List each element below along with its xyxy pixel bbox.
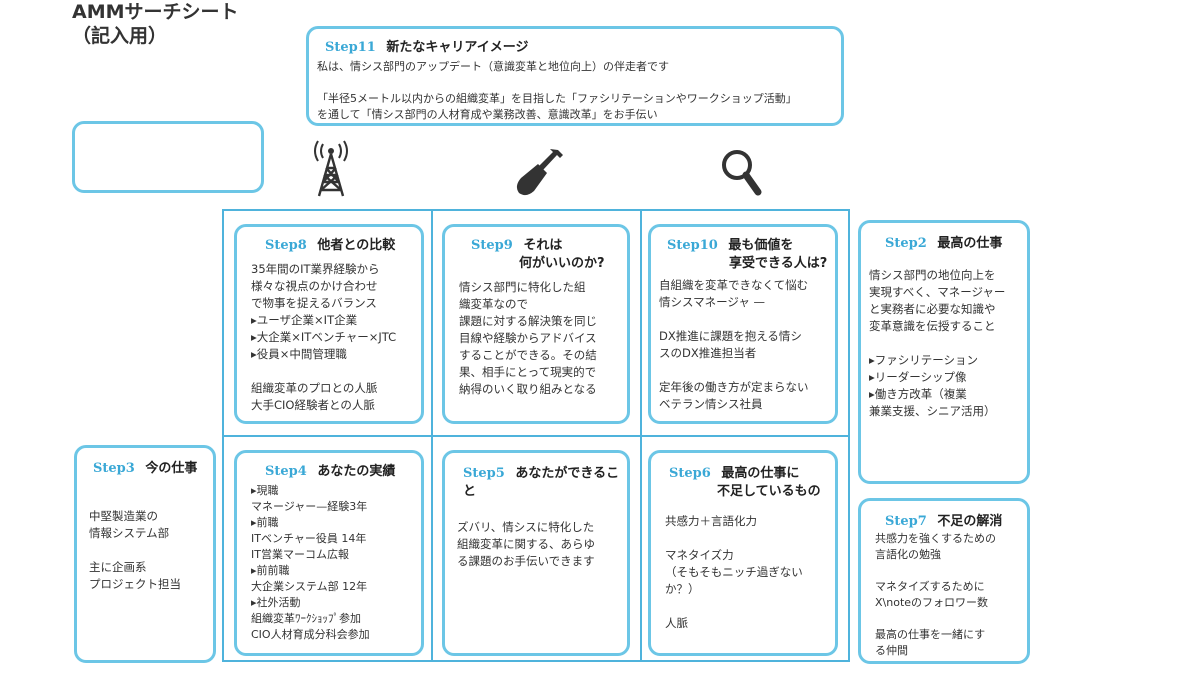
step9-heading-2: 何がいいのか? bbox=[519, 256, 605, 271]
step8-box: Step8 他者との比較 35年間のIT業界経験から 様々な視点のかけ合わせ で… bbox=[234, 224, 424, 424]
step5-box: Step5 あなたができること ズバリ、情シスに特化した 組織変革に関する、あら… bbox=[442, 450, 630, 656]
step7-box: Step7 不足の解消 共感力を強くするための 言語化の勉強 マネタイズするため… bbox=[858, 498, 1030, 664]
step3-box: Step3 今の仕事 中堅製造業の 情報システム部 主に企画系 プロジェクト担当 bbox=[74, 445, 216, 663]
step11-heading: 新たなキャリアイメージ bbox=[386, 40, 529, 55]
step11-body: 私は、情シス部門のアップデート（意識変革と地位向上）の伴走者です 「半径5メート… bbox=[317, 60, 797, 121]
step8-heading: 他者との比較 bbox=[317, 238, 396, 253]
step11-box: Step11 新たなキャリアイメージ 私は、情シス部門のアップデート（意識変革と… bbox=[306, 26, 844, 126]
step5-body: ズバリ、情シスに特化した 組織変革に関する、あらゆ る課題のお手伝いできます bbox=[457, 520, 595, 568]
step10-header: Step10 最も価値を 享受できる人は? bbox=[659, 237, 835, 273]
step10-heading-1: 最も価値を bbox=[728, 238, 794, 253]
step2-box: Step2 最高の仕事 情シス部門の地位向上を 実現すべく、マネージャー と実務… bbox=[858, 220, 1030, 484]
step3-header: Step3 今の仕事 bbox=[89, 460, 213, 478]
step8-body: 35年間のIT業界経験から 様々な視点のかけ合わせ で物事を捉えるバランス ▸ユ… bbox=[251, 262, 397, 412]
shovel-icon bbox=[516, 149, 563, 196]
step4-heading: あなたの実績 bbox=[317, 464, 396, 479]
step4-body: ▸現職 マネージャー—経験3年 ▸前職 ITベンチャー役員 14年 IT営業マー… bbox=[251, 484, 370, 641]
step9-box: Step9 それは 何がいいのか? 情シス部門に特化した組 織変革なので 課題に… bbox=[442, 224, 630, 424]
blank-box bbox=[72, 121, 264, 193]
step8-header: Step8 他者との比較 bbox=[251, 237, 421, 255]
step5-heading: あなたができること bbox=[463, 466, 620, 499]
step2-heading: 最高の仕事 bbox=[937, 236, 1003, 251]
step10-heading-2: 享受できる人は? bbox=[729, 256, 828, 271]
step2-body: 情シス部門の地位向上を 実現すべく、マネージャー と実務者に必要な知識や 変革意… bbox=[869, 268, 1006, 418]
step7-header: Step7 不足の解消 bbox=[875, 513, 1027, 531]
step6-body: 共感力＋言語化力 マネタイズ力 （そもそもニッチ過ぎない か？） 人脈 bbox=[665, 514, 803, 630]
step6-label: Step6 bbox=[669, 466, 711, 481]
step3-body: 中堅製造業の 情報システム部 主に企画系 プロジェクト担当 bbox=[89, 509, 181, 591]
step3-heading: 今の仕事 bbox=[145, 461, 198, 476]
step8-label: Step8 bbox=[265, 238, 307, 253]
step6-heading-2: 不足しているもの bbox=[717, 484, 821, 499]
step9-body: 情シス部門に特化した組 織変革なので 課題に対する解決策を同じ 目線や経験からア… bbox=[459, 280, 597, 396]
step4-box: Step4 あなたの実績 ▸現職 マネージャー—経験3年 ▸前職 ITベンチャー… bbox=[234, 450, 424, 656]
step11-header: Step11 新たなキャリアイメージ bbox=[317, 39, 841, 57]
sheet-title-sub: （記入用） bbox=[72, 25, 168, 47]
sheet-title-main: AMMサーチシート bbox=[72, 1, 239, 23]
step5-header: Step5 あなたができること bbox=[457, 465, 627, 501]
magnifier-icon bbox=[722, 150, 762, 196]
step7-label: Step7 bbox=[885, 514, 927, 529]
step9-header: Step9 それは 何がいいのか? bbox=[459, 237, 627, 273]
step7-body: 共感力を強くするための 言語化の勉強 マネタイズするために X\noteのフォロ… bbox=[875, 532, 996, 657]
grid-divider-horizontal bbox=[222, 435, 850, 437]
step2-label: Step2 bbox=[885, 236, 927, 251]
step6-header: Step6 最高の仕事に 不足しているもの bbox=[665, 465, 835, 501]
step4-header: Step4 あなたの実績 bbox=[251, 463, 421, 481]
sheet-title: AMMサーチシート （記入用） bbox=[72, 0, 239, 48]
antenna-tower-icon bbox=[314, 140, 348, 197]
step10-body: 自組織を変革できなくて悩む 情シスマネージャ — DX推進に課題を抱える情シ ス… bbox=[659, 278, 809, 411]
step6-heading-1: 最高の仕事に bbox=[721, 466, 800, 481]
step2-header: Step2 最高の仕事 bbox=[869, 235, 1027, 253]
step5-label: Step5 bbox=[463, 466, 505, 481]
step6-box: Step6 最高の仕事に 不足しているもの 共感力＋言語化力 マネタイズ力 （そ… bbox=[648, 450, 838, 656]
step3-label: Step3 bbox=[93, 461, 135, 476]
step11-label: Step11 bbox=[325, 40, 376, 55]
step10-label: Step10 bbox=[667, 238, 718, 253]
step4-label: Step4 bbox=[265, 464, 307, 479]
step9-heading-1: それは bbox=[523, 238, 563, 253]
step9-label: Step9 bbox=[471, 238, 513, 253]
step7-heading: 不足の解消 bbox=[937, 514, 1003, 529]
step10-box: Step10 最も価値を 享受できる人は? 自組織を変革できなくて悩む 情シスマ… bbox=[648, 224, 838, 424]
